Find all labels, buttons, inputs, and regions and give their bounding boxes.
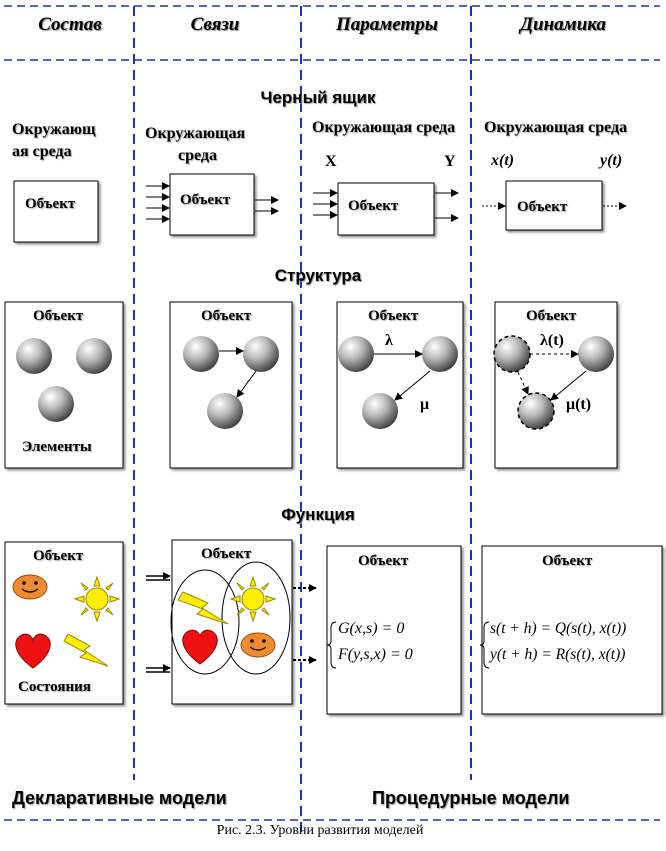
lightning-icon [63,633,109,667]
environment-label-col3: Окружающая среда [312,119,456,136]
black-box-col4 [482,180,627,231]
output-label-y-t: y(t) [600,152,623,169]
heart-icon [182,629,218,665]
environment-label-col1-line1: Окружающ [12,121,96,138]
object-label: Объект [517,199,568,215]
header-dynamics: Динамика [520,14,606,35]
black-box-col2 [146,173,279,236]
lambda-t-label: λ(t) [540,332,564,349]
object-label: Объект [180,192,231,208]
smiley-icon [240,632,276,658]
elements-label: Элементы [22,439,92,455]
object-label: Объект [358,553,409,569]
figure-caption: Рис. 2.3. Уровни развития моделей [216,823,424,838]
object-label: Объект [368,308,419,324]
environment-label-col2-line2: среда [178,147,217,164]
mu-label: μ [420,396,430,413]
header-rules [4,5,660,821]
column-dividers [133,6,472,835]
object-label: Объект [33,548,84,564]
black-box-col1 [13,180,99,243]
function-col2 [146,539,317,705]
equation-param-1: G(x,s) = 0 [338,620,405,637]
function-col3 [326,545,462,715]
procedural-models-label: Процедурные модели [372,788,570,808]
heart-icon [15,633,51,669]
header-links: Связи [190,14,240,35]
environment-label-col4: Окружающая среда [484,119,628,136]
header-composition: Состав [38,14,102,35]
section-structure: Структура [274,266,362,285]
mu-t-label: μ(t) [566,396,592,413]
environment-label-col2-line1: Окружающая [145,125,246,142]
equation-dynamics-1: s(t + h) = Q(s(t), x(t)) [490,620,627,637]
black-box-col3 [313,182,459,236]
structure-col2 [169,301,293,469]
declarative-models-label: Декларативные модели [12,788,227,808]
sun-icon [229,575,277,623]
section-black-box: Черный ящик [260,88,376,107]
equation-dynamics-2: y(t + h) = R(s(t), x(t)) [490,646,626,663]
object-label: Объект [201,546,252,562]
smiley-icon [12,574,48,600]
object-label: Объект [348,198,399,214]
function-col1 [4,541,124,705]
object-label: Объект [542,553,593,569]
lambda-label: λ [385,332,393,349]
lightning-icon [177,591,229,625]
environment-label-col1-line2: ая среда [12,143,72,160]
section-function: Функция [281,505,355,524]
object-label: Объект [33,308,84,324]
structure-col4 [493,301,618,469]
input-label-x-t: x(t) [491,152,515,169]
output-label-y: Y [444,153,456,170]
object-label: Объект [25,196,76,212]
header-parameters: Параметры [336,14,438,35]
object-label: Объект [526,308,577,324]
input-label-x: X [325,153,337,170]
structure-col3 [336,301,464,469]
object-label: Объект [201,308,252,324]
sun-icon [73,575,121,623]
function-col4 [479,545,663,715]
equation-param-2: F(y,s,x) = 0 [338,646,413,663]
states-label: Состояния [18,679,91,695]
structure-col1 [4,301,124,469]
